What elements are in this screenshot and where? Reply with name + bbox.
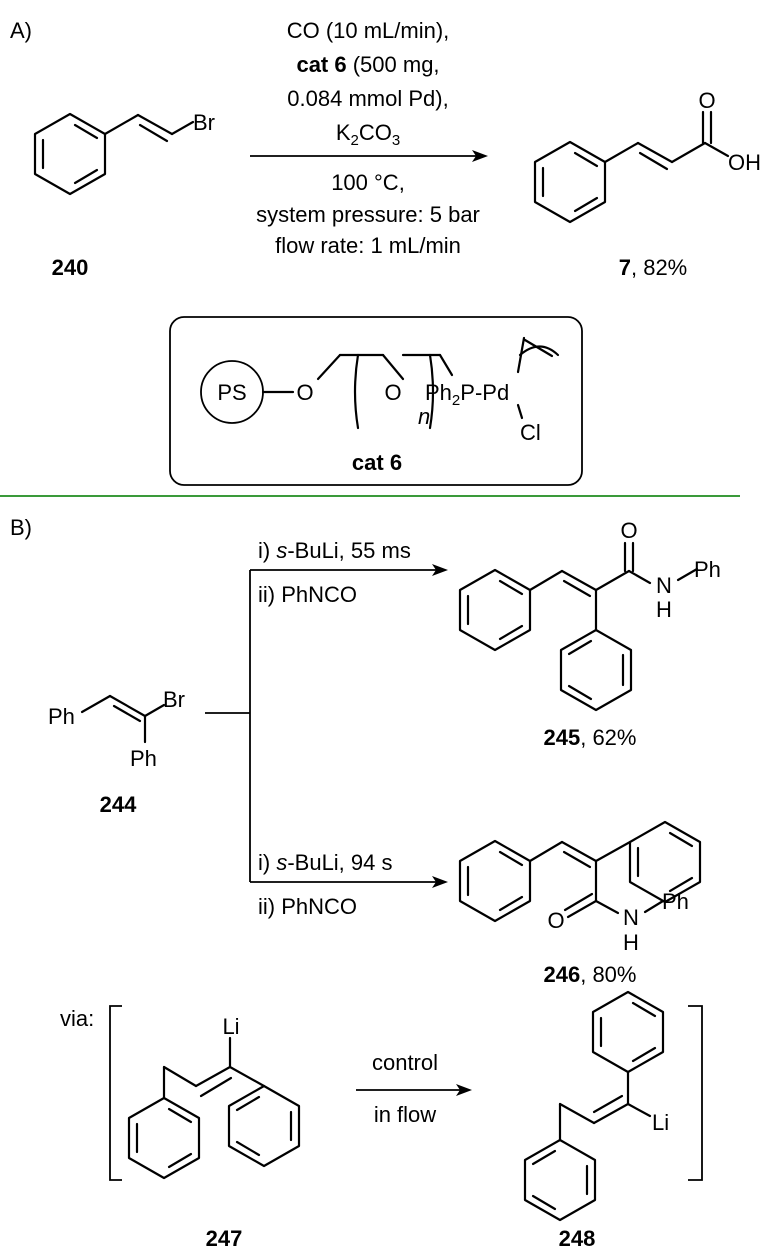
- product-246-structure: [458, 820, 702, 923]
- catalyst-box: [169, 316, 583, 486]
- atom-o-linker-1: O: [296, 380, 313, 405]
- compound-label-244: 244: [100, 792, 137, 817]
- reactant-244-structure: [80, 694, 166, 744]
- reaction-arrow-a: [250, 150, 488, 162]
- intermediate-247-structure: [127, 1036, 301, 1180]
- condition-flow-rate: flow rate: 1 mL/min: [275, 233, 461, 258]
- arrow-label-control: control: [372, 1050, 438, 1075]
- sm-phenyl-2: Ph: [130, 746, 157, 771]
- condition-catalyst: cat 6 (500 mg,: [296, 52, 439, 77]
- atom-cl-catalyst: Cl: [520, 420, 541, 445]
- condition-co: CO (10 mL/min),: [287, 18, 450, 43]
- compound-label-248: 248: [559, 1226, 596, 1251]
- amide-phenyl-246: Ph: [662, 889, 689, 914]
- right-bracket: [688, 1005, 703, 1181]
- compound-label-245: 245, 62%: [544, 725, 637, 750]
- catalyst-label: cat 6: [352, 450, 402, 475]
- compound-label-246: 246, 80%: [544, 962, 637, 987]
- product-245-structure: [458, 541, 699, 712]
- atom-li-247: Li: [222, 1014, 239, 1039]
- condition-temperature: 100 °C,: [331, 170, 405, 195]
- arrow-label-in-flow: in flow: [374, 1102, 436, 1127]
- atom-o-carbonyl-7: O: [698, 88, 715, 113]
- amide-phenyl-245: Ph: [694, 557, 721, 582]
- lower-condition-1: i) s-BuLi, 94 s: [258, 850, 393, 875]
- lower-condition-2: ii) PhNCO: [258, 894, 357, 919]
- panel-b-label: B): [10, 515, 32, 540]
- compound-label-240: 240: [52, 255, 89, 280]
- condition-base: K2CO3: [336, 120, 400, 149]
- atom-h-245: H: [656, 597, 672, 622]
- via-label: via:: [60, 1006, 94, 1031]
- atom-n-245: N: [656, 573, 672, 598]
- atom-li-248: Li: [652, 1110, 669, 1135]
- compound-label-247: 247: [206, 1226, 243, 1251]
- polystyrene-support: PS: [217, 380, 246, 405]
- atom-o-245: O: [620, 518, 637, 543]
- sm-phenyl-1: Ph: [48, 704, 75, 729]
- atom-oh-7: OH: [728, 150, 761, 175]
- intermediate-248-structure: [523, 990, 665, 1222]
- atom-o-246: O: [547, 908, 564, 933]
- left-bracket: [109, 1005, 122, 1181]
- ph2p-pd-group: Ph2P-Pd: [425, 380, 509, 409]
- upper-condition-1: i) s-BuLi, 55 ms: [258, 538, 411, 563]
- atom-br-244: Br: [163, 687, 185, 712]
- reactant-240-structure: [33, 112, 195, 196]
- upper-condition-2: ii) PhNCO: [258, 582, 357, 607]
- reaction-arrow-control: [356, 1084, 472, 1096]
- product-7-structure: [533, 110, 730, 224]
- atom-o-linker-2: O: [384, 380, 401, 405]
- repeat-index-n: n: [418, 404, 430, 429]
- branching-arrows: [205, 564, 448, 888]
- atom-br-240: Br: [193, 110, 215, 135]
- panel-a-label: A): [10, 18, 32, 43]
- condition-pressure: system pressure: 5 bar: [256, 202, 480, 227]
- catalyst-6-structure: [200, 336, 560, 430]
- condition-pd-loading: 0.084 mmol Pd),: [287, 86, 448, 111]
- compound-label-7: 7, 82%: [619, 255, 688, 280]
- atom-h-246: H: [623, 930, 639, 955]
- atom-n-246: N: [623, 905, 639, 930]
